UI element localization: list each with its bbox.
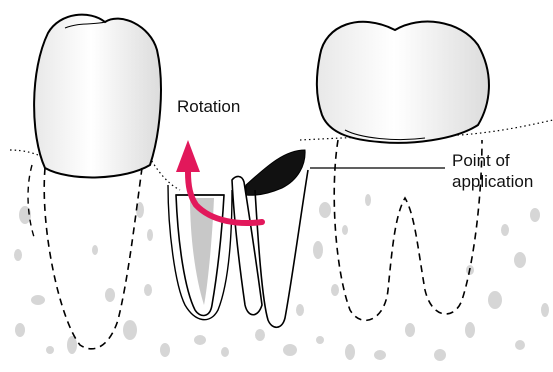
root-being-extracted	[176, 195, 224, 315]
rotation-label: Rotation	[177, 96, 240, 117]
elevator-blade	[232, 150, 305, 315]
point-of-application-label: Point of application	[452, 150, 533, 192]
left-tooth	[28, 15, 161, 349]
point-of-application-line2: application	[452, 171, 533, 192]
bone-speckles	[14, 194, 549, 361]
point-of-application-line1: Point of	[452, 150, 533, 171]
